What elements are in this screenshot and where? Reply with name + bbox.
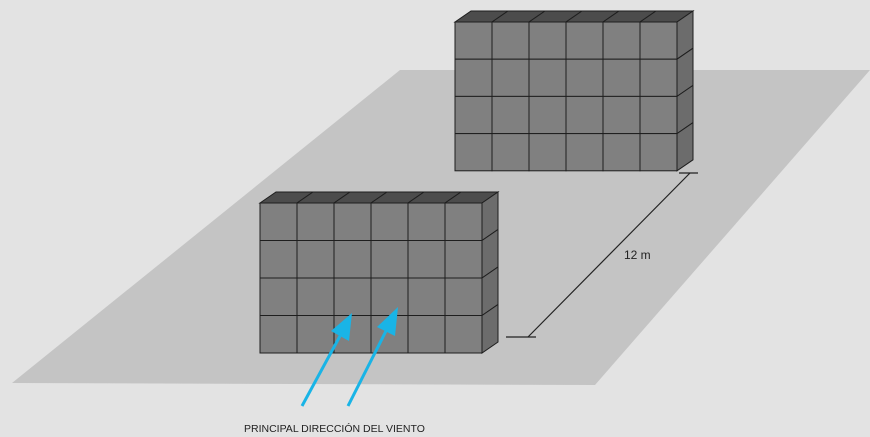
cube-front-face (333, 202, 372, 241)
cube-front-face (296, 202, 335, 241)
cube-front-face (444, 202, 483, 241)
rear-building (453, 10, 695, 172)
cube-front-face (454, 133, 493, 172)
cube-front-face (528, 58, 567, 97)
front-building (258, 191, 500, 354)
distance-label: 12 m (624, 248, 651, 262)
cube-front-face (370, 240, 409, 279)
cube-front-face (491, 133, 530, 172)
cube-front-face (259, 315, 298, 354)
wind-arrows (300, 307, 398, 407)
cube-front-face (296, 277, 335, 316)
cube-front-face (333, 240, 372, 279)
cube-front-face (333, 277, 372, 316)
cube-front-face (639, 95, 678, 135)
cube-front-face (454, 95, 493, 135)
wind-arrow-right-head-icon (377, 307, 398, 336)
wind-arrow-left-head-icon (331, 313, 352, 341)
cube-front-face (528, 133, 567, 172)
cube-front-face (639, 133, 678, 172)
cube-front-face (454, 21, 493, 60)
cube-front-face (370, 202, 409, 241)
cube-front-face (602, 21, 641, 60)
cube-front-face (407, 277, 446, 316)
cube-front-face (444, 315, 483, 354)
cube-front-face (602, 133, 641, 172)
cube-front-face (370, 277, 409, 316)
cube-front-face (639, 21, 678, 60)
wind-caption: PRINCIPAL DIRECCIÓN DEL VIENTO (244, 422, 425, 435)
cube-front-face (259, 277, 298, 316)
cube-front-face (491, 58, 530, 97)
cube-front-face (565, 58, 604, 97)
cube-front-face (407, 315, 446, 354)
cube-front-face (444, 277, 483, 316)
cube-front-face (639, 58, 678, 97)
cube-front-face (491, 95, 530, 135)
cube-front-face (444, 240, 483, 279)
wind-arrow-right (346, 330, 388, 407)
cube-front-face (259, 202, 298, 241)
cube-front-face (296, 315, 335, 354)
cube-front-face (491, 21, 530, 60)
cube-front-face (528, 21, 567, 60)
dimension-line (527, 172, 691, 338)
cube-front-face (454, 58, 493, 97)
cube-front-face (602, 58, 641, 97)
cube-front-face (528, 95, 567, 135)
cube-front-face (602, 95, 641, 135)
wind-arrow-left (300, 335, 342, 407)
distance-dimension: 12 m (506, 172, 698, 338)
cube-front-face (259, 240, 298, 279)
cube-front-face (407, 202, 446, 241)
cube-front-face (565, 21, 604, 60)
cube-front-face (565, 133, 604, 172)
cube-front-face (565, 95, 604, 135)
cube-front-face (407, 240, 446, 279)
cube-front-face (296, 240, 335, 279)
